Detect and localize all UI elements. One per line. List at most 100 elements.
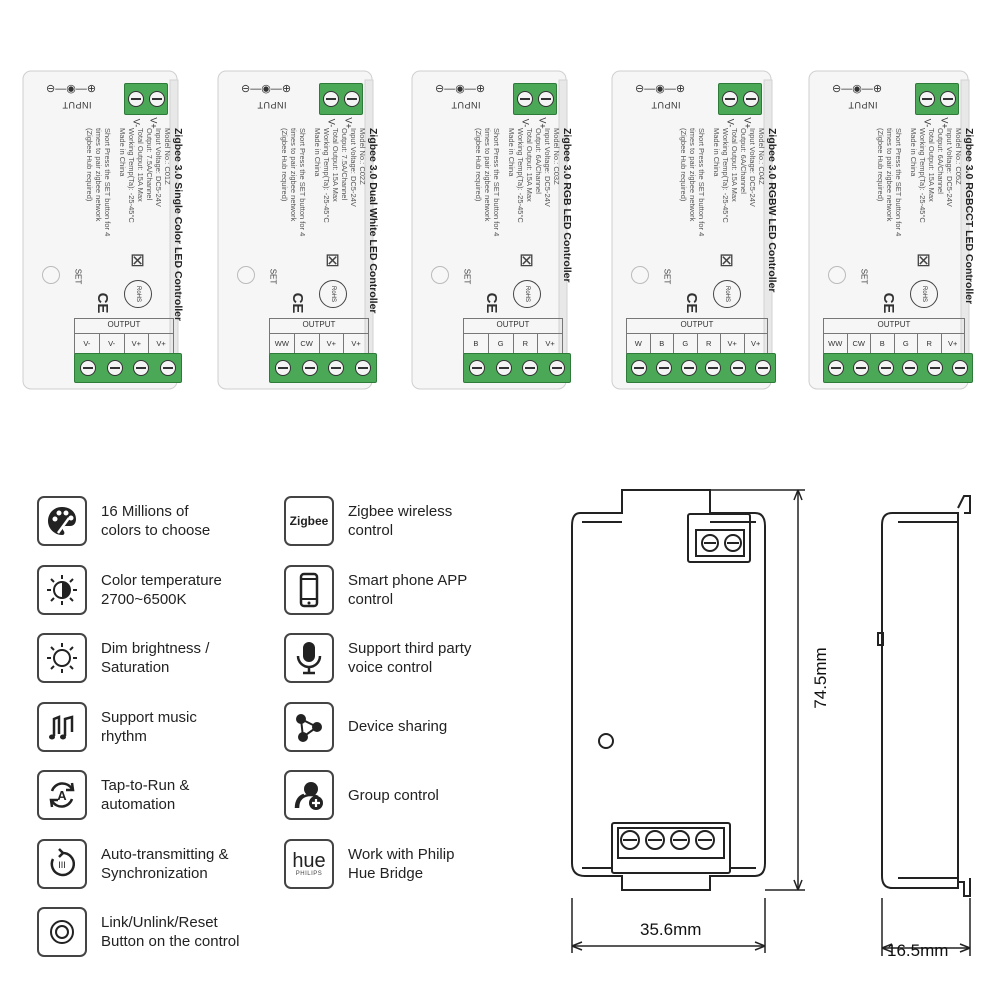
button-icon [37, 907, 87, 957]
zigbee-icon: Zigbee [284, 496, 334, 546]
pairing-hint: Short Press the SET button for 4 [697, 128, 706, 237]
output-terminal [823, 353, 973, 383]
feature-text: Device sharing [348, 718, 448, 735]
pairing-hint: (Zigbee Hub required) [474, 128, 483, 202]
feature-item: Dim brightness / Saturation [37, 633, 209, 683]
output-channel-label: B [871, 334, 895, 353]
output-channel-label: B [464, 334, 489, 353]
output-terminal [269, 353, 377, 383]
output-channel-label: CW [848, 334, 871, 353]
made-in: Made in China [313, 128, 322, 177]
rohs-mark: RoHS [319, 280, 347, 308]
controller-housing [411, 70, 568, 390]
pairing-hint: times to pair zigbee network [483, 128, 492, 222]
output-label: OUTPUT [680, 320, 714, 329]
output-channel-label: V+ [948, 339, 958, 348]
input-terminal [124, 83, 168, 115]
controller-housing [217, 70, 374, 390]
product-title: Zigbee 3.0 RGBW LED Controller [766, 128, 778, 293]
feature-item: Link/Unlink/Reset Button on the control [37, 907, 239, 957]
set-button[interactable] [42, 266, 60, 284]
ce-mark: CE [483, 292, 501, 314]
set-label: SET [462, 268, 472, 285]
output-channel-label: W [627, 334, 651, 353]
output-channel-label: WW [824, 334, 848, 353]
pairing-hint: (Zigbee Hub required) [85, 128, 94, 202]
feature-text: Zigbee wireless control [348, 503, 453, 539]
weee-icon: ⊠ [130, 250, 146, 270]
feature-text: Dim brightness / Saturation [101, 640, 210, 676]
output-channel-label: G [674, 334, 698, 353]
controller-housing [611, 70, 773, 390]
output-terminal [626, 353, 776, 383]
output-terminal [74, 353, 182, 383]
side-view [877, 495, 971, 897]
pairing-hint: (Zigbee Hub required) [679, 128, 688, 202]
feature-text: 16 Millions of colors to choose [101, 503, 211, 539]
ce-mark: CE [683, 292, 701, 314]
weee-icon: ⊠ [519, 250, 535, 270]
output-channel-label: V- [100, 334, 125, 353]
output-channel-label: V+ [721, 334, 745, 353]
zigbee-logo-text: Zigbee [289, 514, 329, 528]
v-minus-label: V- [520, 118, 531, 128]
music-note-icon [37, 701, 87, 752]
input-voltage: Input Voltage: DC5-24V [945, 128, 954, 207]
svg-text:A: A [57, 788, 67, 803]
polarity-icon: ⊖—◉—⊕ [435, 83, 486, 95]
v-plus-label: V+ [742, 117, 753, 129]
output-channel-label: G [489, 334, 514, 353]
ce-mark: CE [880, 292, 898, 314]
output-channel-label: CW [295, 334, 320, 353]
output-channel-label: V+ [545, 339, 555, 348]
front-view [571, 489, 766, 891]
rohs-mark: RoHS [124, 280, 152, 308]
pairing-hint: Short Press the SET button for 4 [894, 128, 903, 237]
input-label: INPUT [848, 100, 878, 110]
input-label: INPUT [62, 100, 92, 110]
v-minus-label: V- [131, 118, 142, 128]
output-current: Output: 6A/Channel [936, 128, 945, 194]
set-button[interactable] [237, 266, 255, 284]
product-title: Zigbee 3.0 Single Color LED Controller [172, 128, 184, 322]
output-label: OUTPUT [302, 320, 336, 329]
output-current: Output: 6A/Channel [534, 128, 543, 194]
set-label: SET [662, 268, 672, 285]
model-number: Model No.: C01Z [163, 128, 172, 185]
pairing-hint: times to pair zigbee network [688, 128, 697, 222]
output-channel-label: V+ [751, 339, 761, 348]
weee-icon: ⊠ [916, 250, 932, 270]
set-button[interactable] [631, 266, 649, 284]
set-label: SET [73, 268, 83, 285]
sync-icon: III [37, 838, 87, 889]
polarity-icon: ⊖—◉—⊕ [635, 83, 686, 95]
feature-text: Support music rhythm [101, 708, 197, 745]
output-channel-label: V+ [125, 334, 150, 353]
model-number: Model No.: C05Z [954, 128, 963, 185]
width-dimension-line [571, 898, 766, 953]
weee-icon: ⊠ [719, 250, 735, 270]
output-channel-label: R [514, 334, 539, 353]
set-button[interactable] [431, 266, 449, 284]
rohs-mark: RoHS [910, 280, 938, 308]
input-voltage: Input Voltage: DC5-24V [349, 128, 358, 207]
set-button[interactable] [828, 266, 846, 284]
v-plus-label: V+ [939, 117, 950, 129]
output-channel-label: R [698, 334, 721, 353]
set-label: SET [859, 268, 869, 285]
feature-item: Color temperature 2700~6500K [37, 564, 222, 615]
feature-text: Work with Philip Hue Bridge [348, 845, 455, 882]
model-number: Model No.: C02Z [358, 128, 367, 185]
feature-item: Support third party voice control [284, 633, 471, 683]
input-terminal [319, 83, 363, 115]
dimension-drawing [571, 489, 971, 956]
polarity-icon: ⊖—◉—⊕ [241, 83, 292, 95]
pairing-hint: Short Press the SET button for 4 [492, 128, 501, 237]
